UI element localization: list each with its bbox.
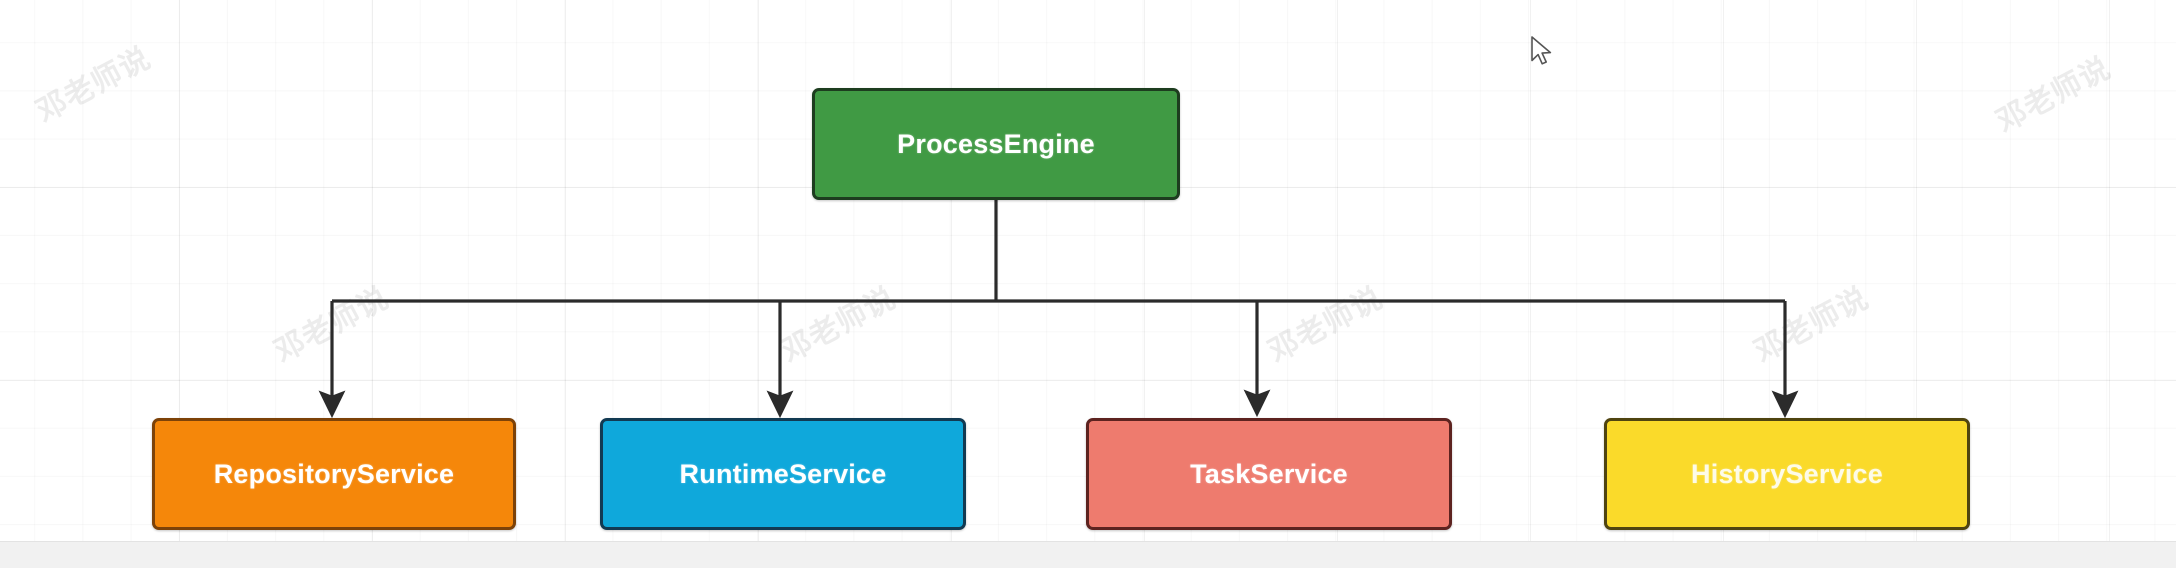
node-history-service-label: HistoryService (1691, 458, 1883, 489)
node-task-service[interactable]: TaskService (1086, 418, 1452, 530)
node-history-service[interactable]: HistoryService (1604, 418, 1970, 530)
node-runtime-service[interactable]: RuntimeService (600, 418, 966, 530)
node-repository-service[interactable]: RepositoryService (152, 418, 516, 530)
node-process-engine[interactable]: ProcessEngine (812, 88, 1180, 200)
node-runtime-service-label: RuntimeService (679, 458, 887, 489)
node-task-service-label: TaskService (1190, 458, 1348, 489)
bottom-status-strip (0, 541, 2176, 568)
node-repository-service-label: RepositoryService (213, 458, 455, 489)
node-process-engine-label: ProcessEngine (897, 128, 1095, 159)
